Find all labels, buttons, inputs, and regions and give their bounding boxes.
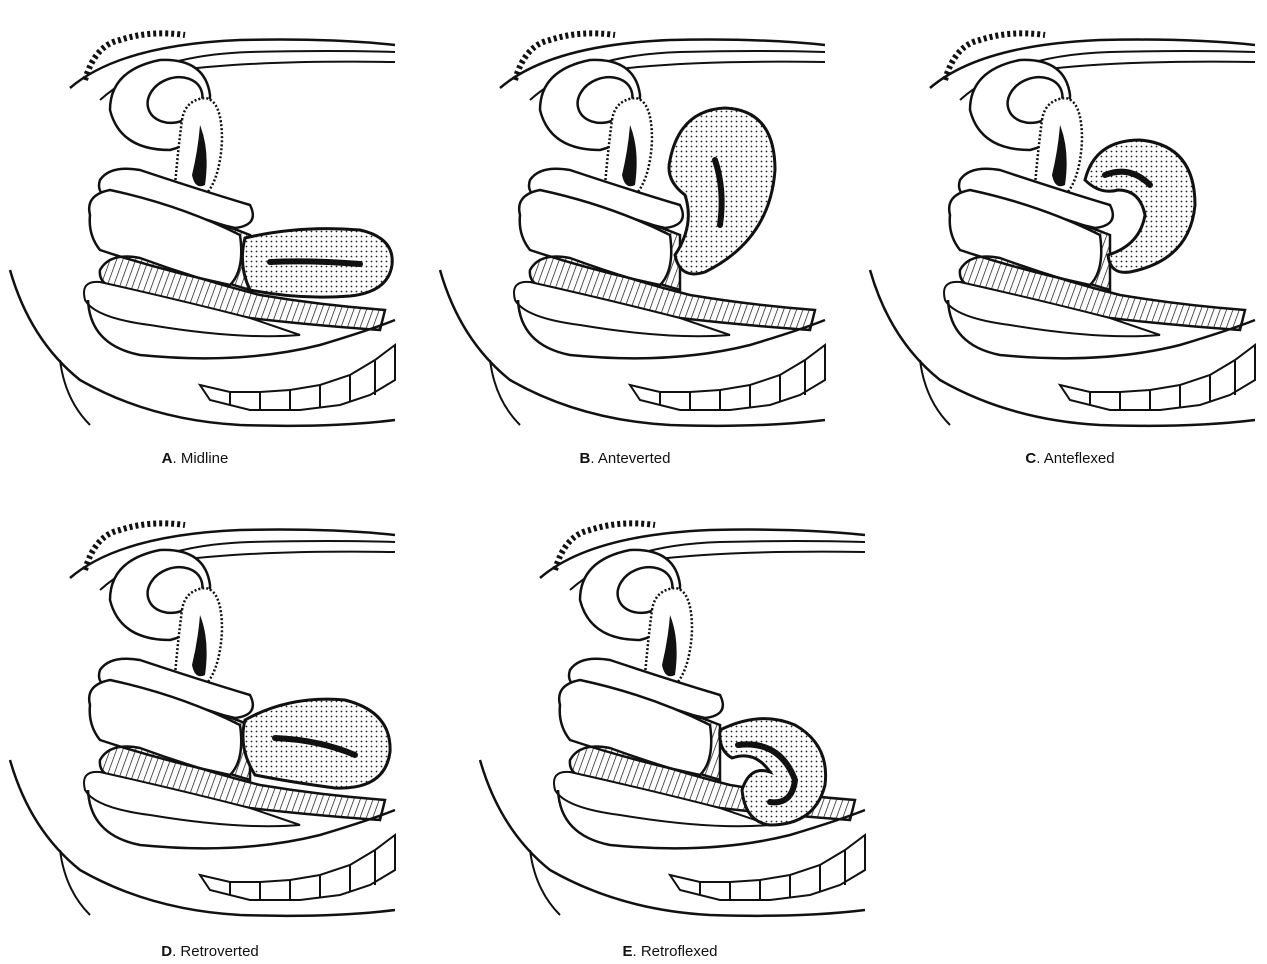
thigh-line <box>530 850 560 915</box>
caption-retroverted: D. Retroverted <box>10 943 410 960</box>
thigh-line <box>490 360 520 425</box>
peritoneum <box>650 552 865 560</box>
diagram-anteflexed <box>860 0 1260 420</box>
diagram-retroverted <box>0 490 400 910</box>
panel-midline: A. Midline <box>0 0 400 420</box>
peritoneum <box>180 552 395 560</box>
pelvic-anatomy <box>870 33 1255 425</box>
panel-retroverted: D. Retroverted <box>0 490 400 910</box>
caption-letter: B <box>580 450 591 467</box>
thigh-line <box>60 850 90 915</box>
uterus-midline <box>242 229 392 298</box>
caption-label: Retroflexed <box>641 943 718 960</box>
caption-label: Anteverted <box>598 450 671 467</box>
caption-anteverted: B. Anteverted <box>425 450 825 467</box>
panel-anteverted: B. Anteverted <box>430 0 830 420</box>
caption-midline: A. Midline <box>0 450 395 467</box>
peritoneum <box>1040 62 1255 70</box>
caption-letter: C <box>1025 450 1036 467</box>
caption-retroflexed: E. Retroflexed <box>470 943 870 960</box>
caption-letter: D <box>161 943 172 960</box>
caption-label: Retroverted <box>180 943 258 960</box>
thigh-line <box>60 360 90 425</box>
caption-label: Midline <box>181 450 229 467</box>
thigh-line <box>920 360 950 425</box>
pelvic-anatomy <box>480 523 865 915</box>
caption-anteflexed: C. Anteflexed <box>870 450 1267 467</box>
peritoneum <box>180 62 395 70</box>
caption-letter: E <box>622 943 632 960</box>
diagram-midline <box>0 0 400 420</box>
panel-anteflexed: C. Anteflexed <box>860 0 1260 420</box>
uterus-anteverted <box>669 108 775 274</box>
panel-retroflexed: E. Retroflexed <box>470 490 870 910</box>
pelvic-anatomy <box>440 33 825 425</box>
diagram-anteverted <box>430 0 830 420</box>
diagram-retroflexed <box>470 490 870 910</box>
uterus-retroverted <box>243 699 390 788</box>
peritoneum <box>610 62 825 70</box>
caption-letter: A <box>162 450 173 467</box>
caption-label: Anteflexed <box>1044 450 1115 467</box>
